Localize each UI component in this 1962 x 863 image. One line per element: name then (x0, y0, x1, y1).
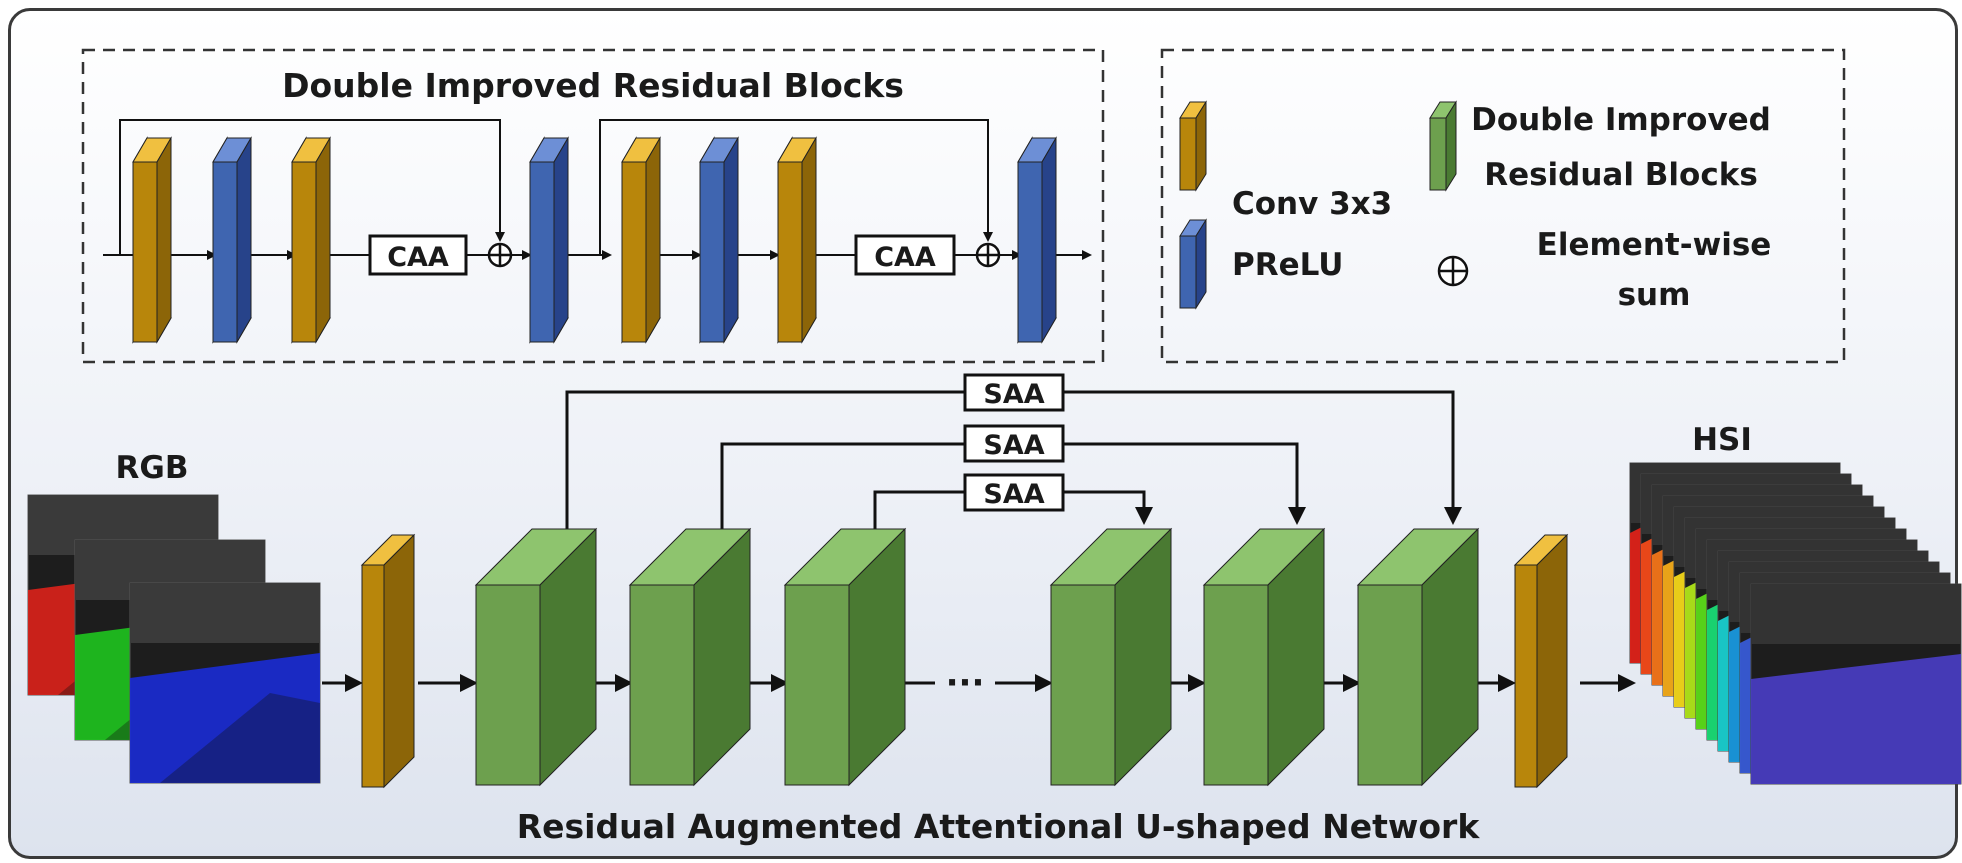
saa-label-2: SAA (983, 430, 1044, 461)
legend-sum-label-line1: Element-wise (1537, 227, 1772, 263)
element-wise-sum-icon (1437, 255, 1469, 287)
rgb-label: RGB (116, 450, 189, 486)
dirb-block (1202, 527, 1326, 787)
rgb-image-stack (27, 494, 321, 784)
prelu-layer (212, 136, 252, 344)
conv3x3-layer (1513, 533, 1569, 789)
legend-dirb-label-line2: Residual Blocks (1484, 157, 1758, 193)
ellipsis: ··· (946, 663, 985, 703)
hsi-image-stack (1629, 462, 1962, 785)
dirb-dashed-box (81, 48, 1105, 364)
prelu-layer (529, 136, 569, 344)
caa-label-1: CAA (387, 242, 449, 273)
conv3x3-layer (777, 136, 817, 344)
element-wise-sum-icon (487, 242, 513, 268)
dirb-block (474, 527, 598, 787)
legend-dirb-label-line1: Double Improved (1471, 102, 1771, 138)
caa-box-1 (368, 234, 468, 276)
saa-label-3: SAA (983, 479, 1044, 510)
legend-conv-icon (1179, 100, 1207, 192)
dirb-block (783, 527, 907, 787)
conv3x3-layer (360, 533, 416, 789)
conv3x3-layer (621, 136, 661, 344)
conv3x3-layer (291, 136, 331, 344)
dirb-block (1356, 527, 1480, 787)
network-title: Residual Augmented Attentional U-shaped … (517, 807, 1481, 846)
saa-box-2 (963, 424, 1065, 463)
saa-box-3 (963, 473, 1065, 512)
legend-prelu-label: PReLU (1232, 247, 1343, 283)
saa-label-1: SAA (983, 379, 1044, 410)
prelu-layer (699, 136, 739, 344)
hsi-label: HSI (1692, 422, 1752, 458)
dirb-title: Double Improved Residual Blocks (282, 66, 904, 105)
legend-dashed-box (1160, 48, 1846, 364)
dirb-block (1049, 527, 1173, 787)
saa-box-1 (963, 373, 1065, 412)
dirb-block (628, 527, 752, 787)
caa-box-2 (854, 234, 956, 276)
legend-prelu-icon (1179, 218, 1207, 310)
caa-label-2: CAA (874, 242, 936, 273)
prelu-layer (1017, 136, 1057, 344)
element-wise-sum-icon (975, 242, 1001, 268)
legend-sum-label-line2: sum (1618, 277, 1691, 313)
legend-dirb-icon (1429, 100, 1457, 192)
conv3x3-layer (132, 136, 172, 344)
hsi-final-band (1750, 583, 1962, 785)
legend-conv-label: Conv 3x3 (1232, 186, 1392, 222)
rgb-blue-channel (129, 582, 321, 784)
